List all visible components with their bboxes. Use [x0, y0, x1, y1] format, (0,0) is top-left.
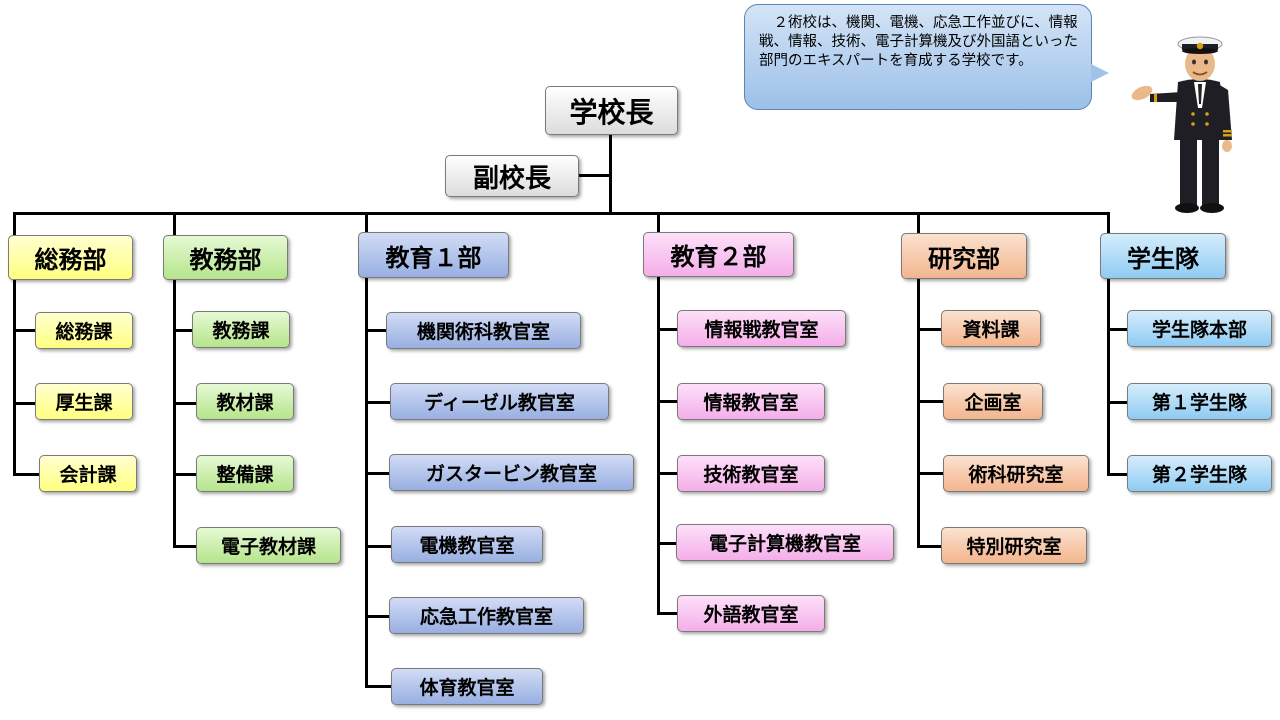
dept-somu: 総務部: [8, 235, 133, 280]
unit-box: 応急工作教官室: [389, 597, 584, 634]
unit-box: 教材課: [196, 383, 294, 420]
connector-drop-kyoiku1: [365, 212, 368, 233]
branch: [657, 400, 678, 403]
unit-box: 教務課: [192, 311, 290, 348]
unit-box: 総務課: [35, 312, 133, 349]
unit-box: 電子教材課: [196, 527, 341, 564]
unit-box: 術科研究室: [943, 455, 1089, 492]
unit-box: ディーゼル教官室: [390, 383, 609, 420]
dept-kenkyu: 研究部: [901, 233, 1027, 279]
unit-box: 企画室: [943, 383, 1043, 420]
unit-box: 電子計算機教官室: [676, 524, 894, 561]
unit-box: 外語教官室: [677, 595, 825, 632]
naval-officer-illustration: [1131, 36, 1232, 213]
branch: [365, 615, 390, 618]
unit-box: 整備課: [196, 455, 294, 492]
unit-box: 資料課: [941, 310, 1041, 347]
branch: [657, 472, 678, 475]
branch: [365, 472, 390, 475]
spine-kenkyu: [917, 279, 920, 547]
unit-box: 技術教官室: [677, 455, 825, 492]
unit-box: 情報教官室: [677, 383, 825, 420]
unit-box: 情報戦教官室: [677, 310, 846, 347]
connector-drop-somu: [13, 212, 16, 236]
branch: [365, 329, 387, 332]
branch: [917, 472, 944, 475]
speech-bubble: ２術校は、機関、電機、応急工作並びに、情報戦、情報、技術、電子計算機及び外国語と…: [744, 4, 1092, 110]
unit-box: 体育教官室: [391, 668, 543, 705]
branch: [365, 545, 392, 548]
branch: [365, 401, 391, 404]
spine-gakusei: [1107, 279, 1110, 475]
branch: [657, 612, 678, 615]
principal-box: 学校長: [545, 86, 678, 135]
branch: [657, 542, 677, 545]
dept-kyoiku1: 教育１部: [358, 232, 509, 278]
branch: [173, 329, 193, 332]
connector-drop-gakusei: [1107, 212, 1110, 234]
unit-box: 第２学生隊: [1127, 455, 1272, 492]
branch: [13, 473, 40, 476]
branch: [1107, 473, 1128, 476]
connector-vice: [578, 174, 610, 177]
branch: [917, 545, 942, 548]
unit-box: 電機教官室: [391, 526, 543, 563]
speech-bubble-tail: [1091, 64, 1109, 82]
branch: [365, 685, 392, 688]
connector-drop-kyoiku2: [657, 212, 660, 234]
branch: [13, 402, 36, 405]
dept-gakusei: 学生隊: [1100, 233, 1226, 279]
unit-box: 第１学生隊: [1127, 383, 1272, 420]
unit-box: 会計課: [39, 455, 137, 492]
branch: [13, 329, 36, 332]
branch: [173, 473, 197, 476]
dept-kyoiku2: 教育２部: [643, 232, 794, 277]
connector-drop-kenkyu: [917, 212, 920, 234]
unit-box: 特別研究室: [941, 527, 1087, 564]
connector-principal-down: [609, 134, 612, 215]
unit-box: 機関術科教官室: [386, 312, 581, 349]
unit-box: 学生隊本部: [1127, 310, 1272, 347]
branch: [917, 328, 942, 331]
spine-kyoiku1: [365, 278, 368, 688]
vice-principal-box: 副校長: [445, 155, 579, 197]
branch: [917, 400, 944, 403]
spine-kyomu: [173, 280, 176, 547]
dept-kyomu: 教務部: [163, 235, 288, 280]
spine-somu: [13, 280, 16, 476]
spine-kyoiku2: [657, 277, 660, 614]
branch: [173, 545, 197, 548]
branch: [173, 402, 197, 405]
connector-main-horizontal: [13, 212, 1110, 215]
branch: [1107, 401, 1128, 404]
connector-drop-kyomu: [173, 212, 176, 236]
unit-box: ガスタービン教官室: [389, 454, 634, 491]
branch: [657, 328, 678, 331]
branch: [1107, 328, 1128, 331]
unit-box: 厚生課: [35, 383, 133, 420]
